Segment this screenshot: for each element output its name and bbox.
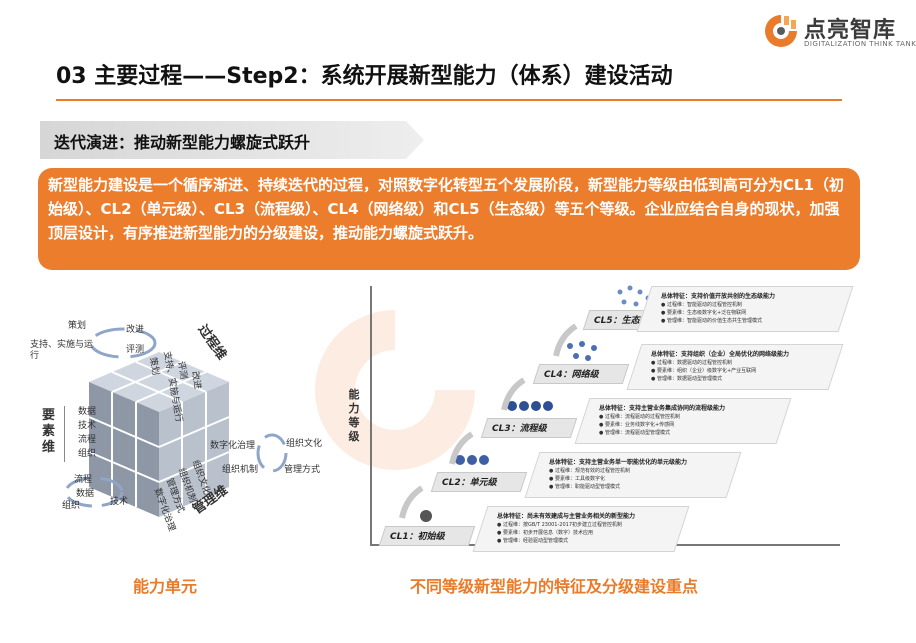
- level-card-line: ● 要素维：工具级数字化: [549, 476, 605, 482]
- summary-box: 新型能力建设是一个循序渐进、持续迭代的过程，对照数字化转型五个发展阶段，新型能力…: [38, 168, 860, 270]
- y-axis-label: 能力等级: [348, 388, 360, 443]
- level-tag-cl3: CL3：流程级: [492, 424, 547, 434]
- sphere-cl2-icon: [455, 455, 489, 465]
- cycle-right-governance: 数字化治理: [210, 441, 256, 451]
- level-card-title: 总体特征：尚未有效建成与主营业务相关的新型能力: [497, 513, 636, 520]
- element-bracket: [64, 406, 65, 462]
- rubik-cube-icon: [88, 352, 230, 517]
- level-card-line: ● 过程维：数据驱动的过程管控机制: [651, 360, 732, 366]
- level-card-line: ● 过程维：按GB/T 23001-2017初步建立过程管控机制: [497, 522, 623, 528]
- level-card-cl2: 总体特征：支持主营业务单一职能优化的单元级能力 ● 过程维：规范有效的过程管控机…: [524, 452, 742, 498]
- level-card-line: ● 管理维：数据驱动型管理模式: [651, 376, 722, 382]
- caption-left: 能力单元: [133, 577, 198, 596]
- title-divider: [56, 99, 842, 101]
- level-card-cl3: 总体特征：支持主营业务集成协同的流程级能力 ● 过程维：流程驱动的过程管控机制 …: [574, 398, 792, 444]
- level-card-line: ● 要素维：初步开展信息（数字）技术应用: [497, 530, 593, 536]
- level-card-line: ● 管理维：职能驱动型管理模式: [549, 484, 620, 490]
- cycle-top-improve: 改进: [126, 325, 145, 335]
- element-org: 组织: [78, 449, 97, 459]
- element-process: 流程: [78, 435, 97, 445]
- page-title: 03 主要过程——Step2：系统开展新型能力（体系）建设活动: [56, 64, 673, 89]
- logo-name-cn: 点亮智库: [804, 18, 897, 43]
- sphere-cl4-icon: [567, 341, 597, 361]
- cycle-right-culture: 组织文化: [286, 439, 323, 449]
- y-axis: [370, 286, 372, 546]
- cycle-left-data: 数据: [76, 489, 95, 499]
- level-card-line: ● 管理维：经验驱动型管理模式: [497, 538, 568, 544]
- cycle-left-org: 组织: [62, 501, 81, 511]
- cycle-arrows-left-icon: [64, 476, 124, 508]
- cycle-top-evaluate: 评测: [126, 345, 145, 355]
- cycle-top-plan: 策划: [68, 321, 87, 331]
- level-card-line: ● 过程维：智能驱动的过程管控机制: [661, 302, 742, 308]
- brand-logo: 点亮智库 DIGITALIZATION THINK TANK: [762, 10, 916, 54]
- cycle-arrows-top-icon: [89, 327, 157, 359]
- level-card-title: 总体特征：支持主营业务单一职能优化的单元级能力: [549, 459, 688, 466]
- cycle-arrows-right-icon: [256, 433, 288, 473]
- cycle-right-org-mech: 组织机制: [222, 465, 259, 475]
- capability-level-diagram: 能力等级 CL1：初始级 CL2：单元级 CL3：流程级 CL4：网络级 CL5…: [349, 278, 854, 568]
- level-card-line: ● 过程维：流程驱动的过程管控机制: [599, 414, 680, 420]
- ascend-arrows-icon: [399, 323, 578, 519]
- section-banner: 迭代演进：推动新型能力螺旋式跃升: [40, 121, 424, 159]
- element-tech: 技术: [78, 421, 97, 431]
- summary-text: 新型能力建设是一个循序渐进、持续迭代的过程，对照数字化转型五个发展阶段，新型能力…: [48, 176, 845, 242]
- cycle-top-support: 支持、实施与运行: [30, 340, 94, 361]
- dimension-element-label: 要素维: [42, 408, 56, 455]
- level-tag-cl2: CL2：单元级: [442, 478, 497, 488]
- banner-arrow-shape: [40, 121, 424, 159]
- level-card-line: ● 要素维：业务线数字化+传感网: [599, 422, 675, 428]
- level-tag-cl4: CL4：网络级: [544, 370, 599, 380]
- caption-right: 不同等级新型能力的特征及分级建设重点: [410, 577, 699, 596]
- cycle-right-mgmt: 管理方式: [284, 465, 321, 475]
- level-card-line: ● 要素维：生态级数字化+泛在物联网: [661, 310, 747, 316]
- level-card-cl1: 总体特征：尚未有效建成与主营业务相关的新型能力 ● 过程维：按GB/T 2300…: [472, 506, 690, 552]
- level-card-line: ● 管理维：智能驱动的价值生态共生管理模式: [661, 318, 762, 324]
- level-card-line: ● 过程维：规范有效的过程管控机制: [549, 468, 630, 474]
- level-card-line: ● 管理维：流程驱动型管理模式: [599, 430, 670, 436]
- watermark-logo-icon: [315, 310, 475, 470]
- capability-unit-cube: 策划 改进 支持、实施与运行 评测 过程维 策划 支持、实施与运行 评测 改进 …: [28, 290, 340, 558]
- cycle-left-tech: 技术: [110, 497, 129, 507]
- cycle-left-process: 流程: [74, 475, 93, 485]
- level-card-line: ● 要素维：组织（企业）级数字化+产业互联网: [651, 368, 757, 374]
- sphere-cl3-icon: [507, 401, 553, 411]
- level-tag-cl1: CL1：初始级: [390, 532, 445, 542]
- level-card-cl5: 总体特征：支持价值开放共创的生态级能力 ● 过程维：智能驱动的过程管控机制 ● …: [636, 286, 854, 332]
- sphere-cl1-icon: [420, 510, 432, 522]
- banner-text: 迭代演进：推动新型能力螺旋式跃升: [54, 133, 311, 152]
- level-tag-cl5: CL5：生态级: [594, 316, 649, 326]
- level-card-title: 总体特征：支持主营业务集成协同的流程级能力: [599, 405, 726, 412]
- level-card-cl4: 总体特征：支持组织（企业）全局优化的网络级能力 ● 过程维：数据驱动的过程管控机…: [626, 344, 844, 390]
- logo-mark-icon: [765, 15, 797, 47]
- level-card-title: 总体特征：支持组织（企业）全局优化的网络级能力: [651, 351, 790, 358]
- level-card-title: 总体特征：支持价值开放共创的生态级能力: [661, 293, 776, 300]
- element-data: 数据: [78, 407, 97, 417]
- logo-name-en: DIGITALIZATION THINK TANK: [804, 40, 916, 48]
